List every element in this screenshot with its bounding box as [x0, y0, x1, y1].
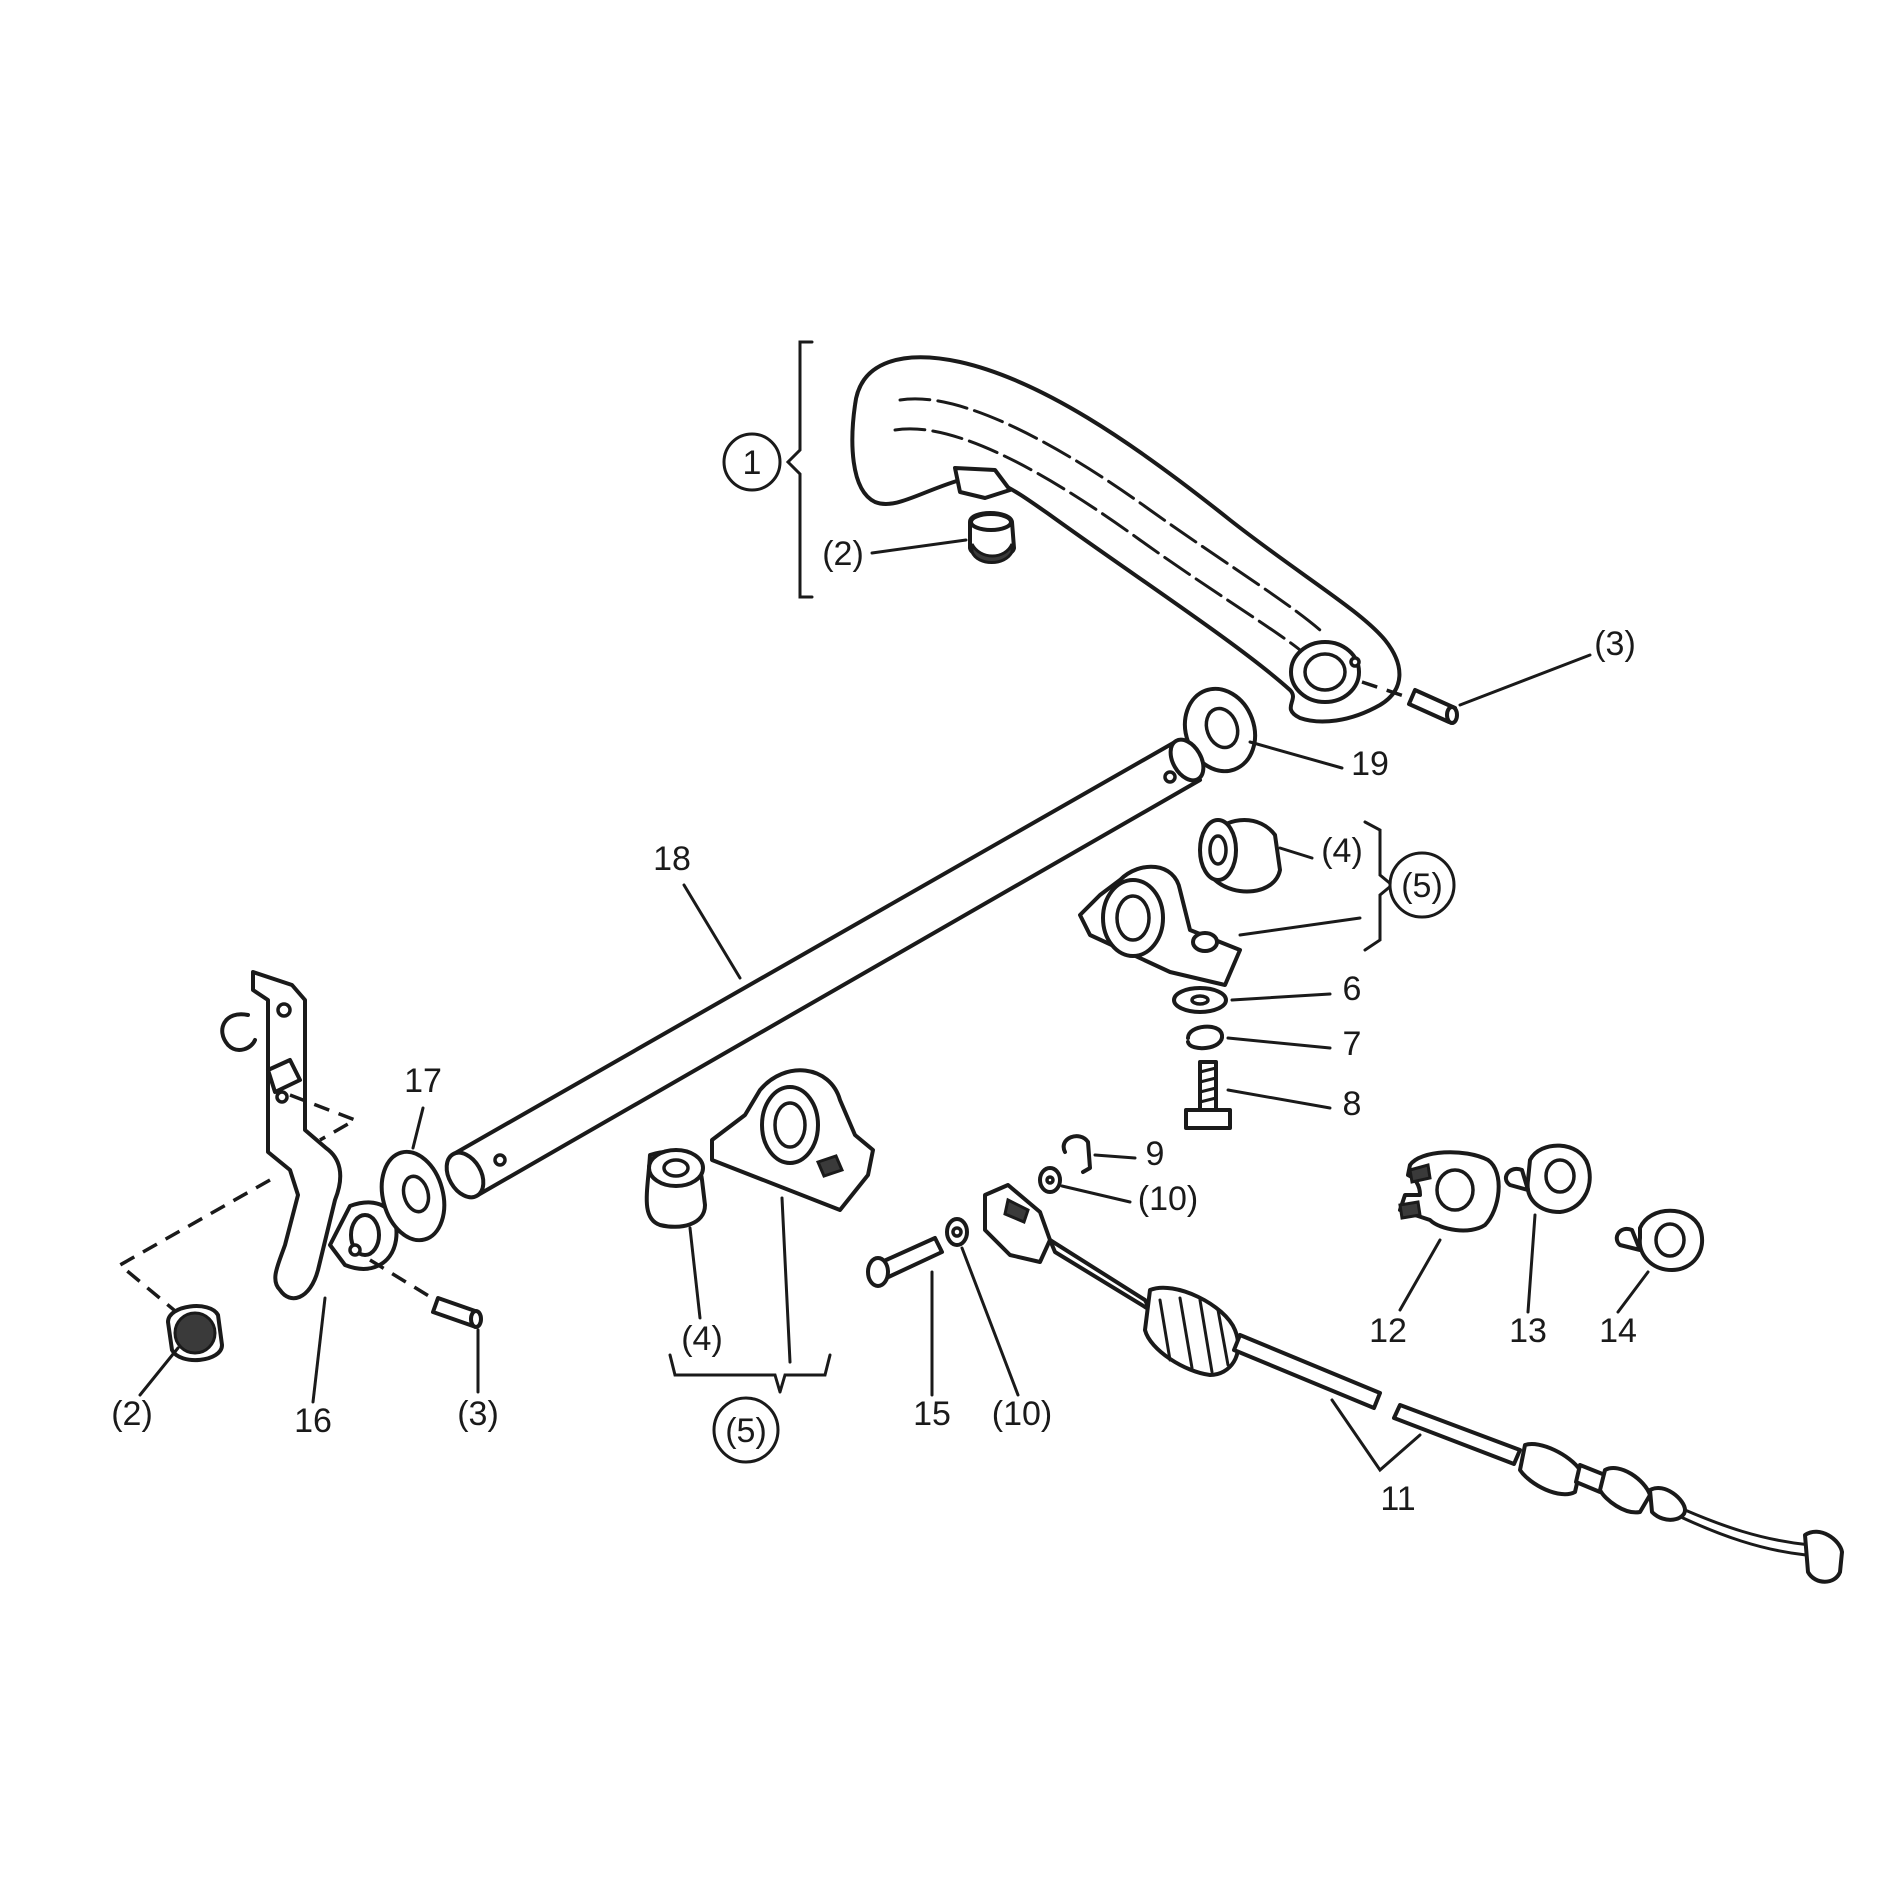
label-17: 17 [404, 1062, 442, 1100]
leader-14 [1616, 1270, 1650, 1314]
bushing-part-4-right [1198, 818, 1282, 894]
label-3-bottom: (3) [457, 1395, 499, 1433]
leader-10-bottom [960, 1246, 1020, 1397]
label-ring-5-right [1388, 851, 1456, 919]
bracket-5-middle [668, 1353, 832, 1394]
leader-6 [1230, 992, 1332, 1002]
leader-2-bottom [138, 1346, 180, 1397]
leader-17 [411, 1106, 425, 1150]
clamp-part-12 [1398, 1150, 1501, 1233]
leader-7 [1226, 1036, 1332, 1050]
label-2-top: (2) [822, 535, 864, 573]
bearing-block-part-5-right [1078, 864, 1242, 987]
label-18: 18 [653, 840, 691, 878]
label-13: 13 [1509, 1312, 1547, 1350]
pin-part-3-top [1407, 688, 1459, 725]
label-15: 15 [913, 1395, 951, 1433]
clamp-part-13 [1503, 1143, 1592, 1214]
bolt-part-15 [866, 1236, 944, 1288]
label-19: 19 [1351, 745, 1389, 783]
shaft-part-18 [444, 737, 1206, 1200]
clamp-part-14 [1614, 1208, 1704, 1272]
label-4-right: (4) [1321, 832, 1363, 870]
bracket-part-1 [785, 340, 814, 599]
cap-part-2-top [968, 511, 1016, 564]
handle-part-1 [850, 355, 1402, 724]
cap-part-2-bottom [166, 1304, 224, 1363]
label-5-right: (5) [1401, 867, 1443, 905]
leader-8 [1226, 1088, 1332, 1110]
dashed-axis-pin-3-bottom [369, 1258, 433, 1300]
label-14: 14 [1599, 1312, 1637, 1350]
lever-part-16 [220, 970, 399, 1301]
washer-part-19 [1182, 686, 1258, 774]
label-5-middle: (5) [725, 1412, 767, 1450]
leader-9 [1093, 1153, 1137, 1160]
pin-part-3-bottom [431, 1296, 483, 1329]
washer-part-10-bottom [945, 1217, 969, 1247]
leader-4-middle [688, 1226, 702, 1320]
leader-4-right [1278, 846, 1314, 860]
cable-part-11 [983, 1183, 1844, 1584]
bolt-part-8 [1184, 1060, 1232, 1130]
leader-3-top [1458, 653, 1592, 707]
leader-5-right [1238, 916, 1362, 937]
label-10-top: (10) [1138, 1180, 1198, 1218]
label-8: 8 [1343, 1085, 1362, 1123]
label-ring-5-middle [712, 1396, 780, 1464]
leader-18 [682, 883, 742, 980]
dashed-axis-pin-3-top [1361, 680, 1411, 700]
label-ring-1 [722, 432, 782, 492]
leader-16 [311, 1296, 327, 1404]
label-11: 11 [1380, 1480, 1415, 1518]
label-10-bottom: (10) [992, 1395, 1052, 1433]
washer-part-6 [1172, 986, 1228, 1014]
label-9: 9 [1146, 1135, 1165, 1173]
label-6: 6 [1343, 970, 1362, 1008]
leader-19 [1248, 740, 1344, 770]
washer-part-17 [379, 1149, 447, 1243]
label-4-middle: (4) [681, 1320, 723, 1358]
label-1: 1 [743, 444, 762, 482]
leader-5-middle [780, 1196, 792, 1364]
leader-13 [1526, 1213, 1537, 1314]
leader-12 [1398, 1238, 1442, 1312]
leader-10-top [1060, 1184, 1132, 1204]
label-12: 12 [1369, 1312, 1407, 1350]
bearing-block-part-5-middle [710, 1068, 875, 1212]
clip-part-9 [1061, 1134, 1092, 1174]
bushing-part-4-middle [644, 1148, 707, 1229]
washer-part-10-top [1038, 1166, 1062, 1194]
leader-2-top [870, 538, 968, 555]
label-16: 16 [294, 1402, 332, 1440]
label-3-top: (3) [1594, 625, 1636, 663]
label-7: 7 [1343, 1025, 1362, 1063]
bracket-5-right [1363, 820, 1395, 952]
label-2-bottom: (2) [111, 1395, 153, 1433]
spring-washer-part-7 [1186, 1024, 1224, 1051]
dashed-axis-lever [116, 1093, 360, 1317]
leader-11 [1330, 1398, 1422, 1473]
